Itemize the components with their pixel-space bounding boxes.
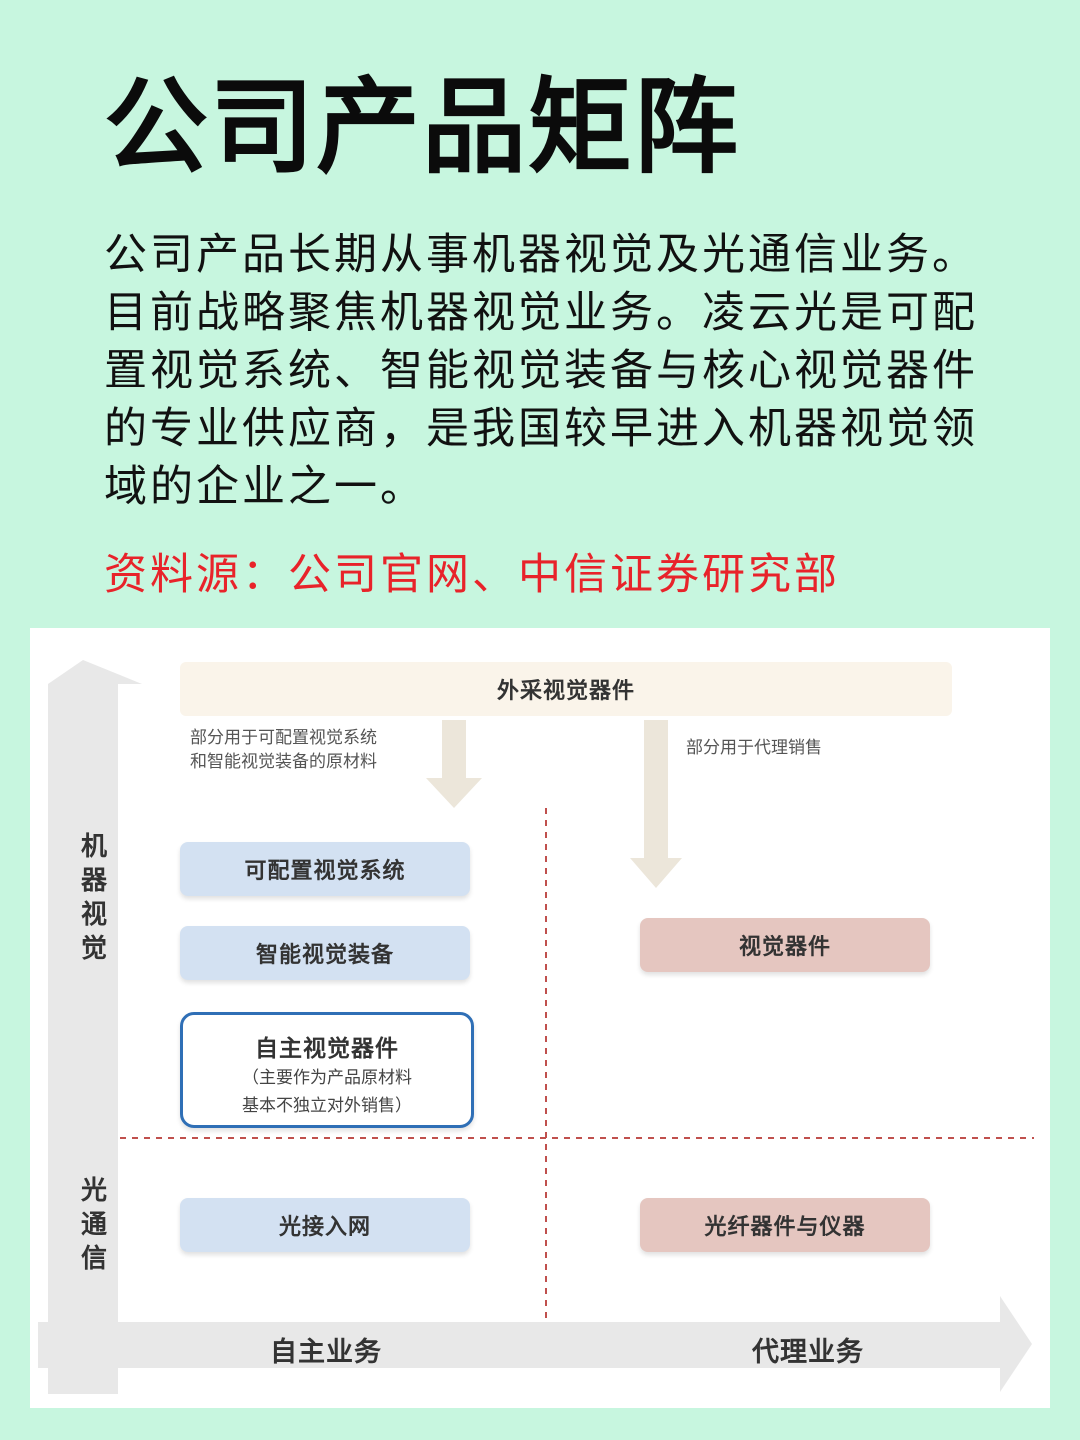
x-label-own-business: 自主业务 [270,1337,382,1368]
y-label-optical-comm: 光通信 [80,1176,107,1274]
page-description: 公司产品长期从事机器视觉及光通信业务。目前战略聚焦机器视觉业务。凌云光是可配置视… [104,230,978,512]
diagram-graphics [38,660,1034,1394]
own-components-title: 自主视觉器件 [255,1035,399,1062]
page-title: 公司产品矩阵 [104,65,741,188]
optical-access-network-box: 光接入网 [180,1198,470,1252]
fiber-devices-instruments-box: 光纤器件与仪器 [640,1198,930,1252]
y-axis-arrow-head [48,660,142,684]
product-matrix-diagram: 外采视觉器件 部分用于可配置视觉系统 和智能视觉装备的原材料 部分用于代理销售 … [30,628,1050,1408]
down-arrow-left [426,720,482,808]
vision-components-box: 视觉器件 [640,918,930,972]
own-components-sub1: （主要作为产品原材料 [242,1068,412,1088]
own-components-sub2: 基本不独立对外销售） [242,1096,412,1116]
x-label-agency-business: 代理业务 [752,1337,864,1368]
external-vision-components-box: 外采视觉器件 [180,662,952,716]
note-left: 部分用于可配置视觉系统 和智能视觉装备的原材料 [190,726,377,774]
own-vision-components-box: 自主视觉器件 （主要作为产品原材料 基本不独立对外销售） [180,1012,474,1128]
note-left-line2: 和智能视觉装备的原材料 [190,752,377,772]
note-right: 部分用于代理销售 [686,738,822,758]
smart-vision-equipment-box: 智能视觉装备 [180,926,470,980]
source-note: 资料源：公司官网、中信证券研究部 [104,550,840,600]
note-left-line1: 部分用于可配置视觉系统 [190,728,377,748]
configurable-vision-system-box: 可配置视觉系统 [180,842,470,896]
down-arrow-right [630,720,682,888]
y-label-machine-vision: 机器视觉 [80,832,107,964]
x-axis-arrow [38,1296,1032,1392]
y-axis-arrow [48,664,118,1394]
